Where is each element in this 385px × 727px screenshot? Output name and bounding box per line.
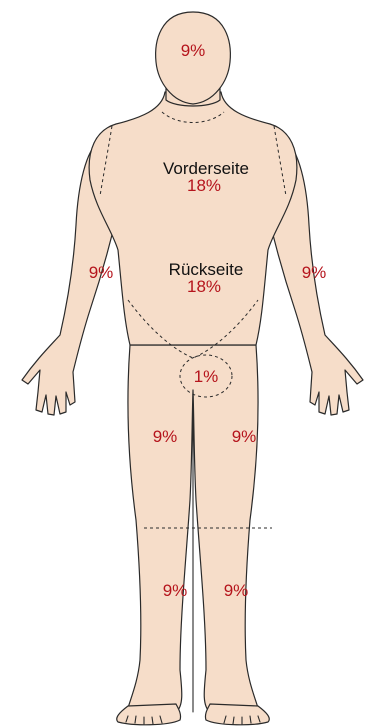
trunk-back-percent: 18%	[187, 277, 221, 296]
torso-shape	[89, 92, 297, 345]
left-arm-percent: 9%	[302, 263, 327, 282]
right-lower-leg-percent: 9%	[163, 581, 188, 600]
trunk-front-percent: 18%	[187, 176, 221, 195]
right-thigh-percent: 9%	[153, 427, 178, 446]
left-thigh-percent: 9%	[232, 427, 257, 446]
genital-percent: 1%	[194, 367, 219, 386]
left-lower-leg-percent: 9%	[224, 581, 249, 600]
head-percent: 9%	[181, 41, 206, 60]
right-arm-percent: 9%	[89, 263, 114, 282]
